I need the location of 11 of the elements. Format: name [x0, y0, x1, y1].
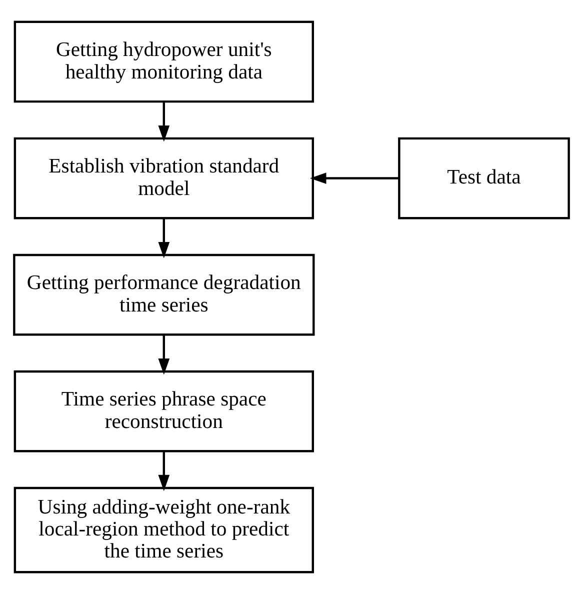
node-box: Establish vibration standard model — [14, 136, 314, 219]
arrow — [158, 101, 170, 142]
node-box: Getting performance degradation time series — [13, 253, 315, 336]
node-box: Using adding-weight one-rank local-region method to predict the time series — [14, 486, 314, 573]
arrow — [310, 172, 399, 184]
node-box: Time series phrase space reconstruction — [14, 370, 314, 452]
arrow — [158, 450, 170, 491]
arrow — [158, 218, 170, 258]
arrow — [158, 334, 170, 374]
node-box: Test data — [398, 136, 570, 219]
node-box: Getting hydropower unit's healthy monitoring data — [14, 20, 314, 102]
